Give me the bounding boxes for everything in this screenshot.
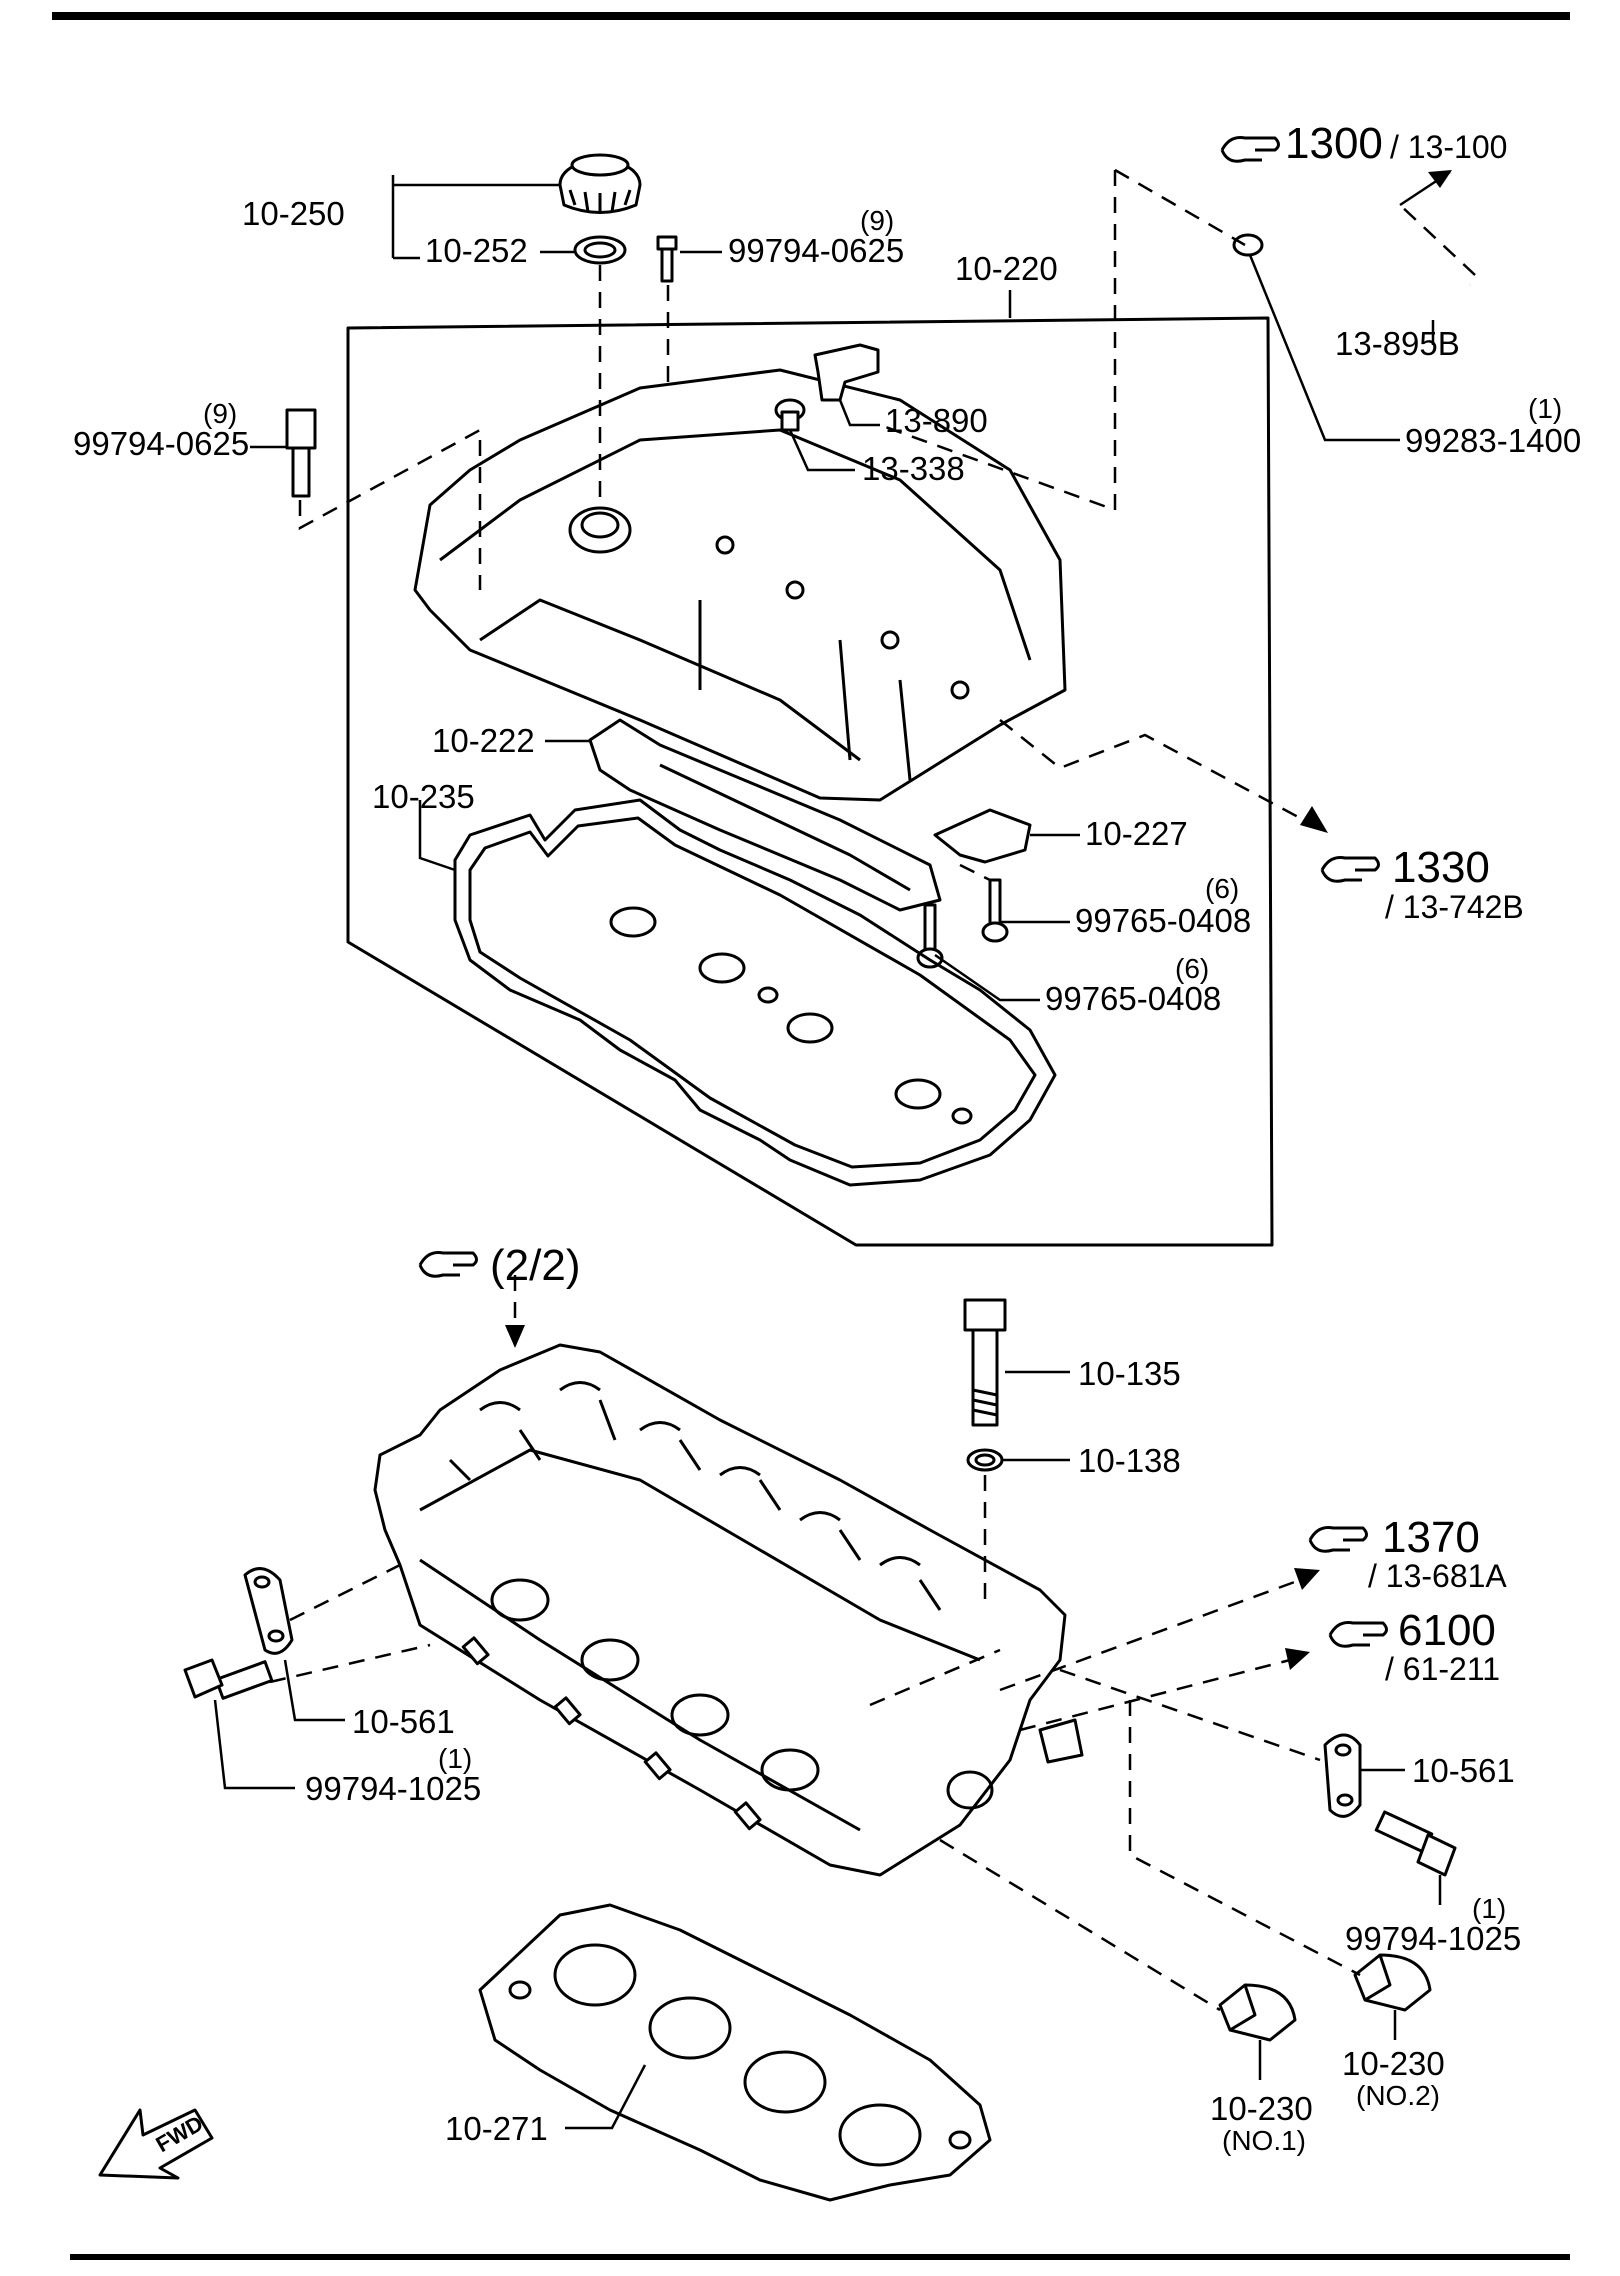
- bottom-rule: [70, 2254, 1570, 2260]
- oil-filler-cap: [558, 153, 642, 214]
- dash-internal: [869, 1648, 1001, 1707]
- arrow-top-head: [1428, 170, 1452, 188]
- label-hose-clamp: 99283-1400: [1405, 422, 1581, 459]
- fwd-arrow-icon: FWD: [98, 2108, 214, 2180]
- head-cover-gasket: [453, 798, 1057, 1187]
- pointing-hand-icon: [1328, 1621, 1388, 1648]
- label-baffle-plate: 10-227: [1085, 815, 1188, 852]
- arrow-ref-head: [505, 1325, 525, 1348]
- label-cover-bolt-top: 99794-0625: [728, 232, 904, 269]
- leader-oil-cap: [391, 175, 560, 260]
- qty-screw-a: (6): [1205, 873, 1239, 904]
- label-cover-assy: 10-220: [955, 250, 1058, 287]
- label-screw-b: 99765-0408: [1045, 980, 1221, 1017]
- bracket-left-bolt: [183, 1658, 274, 1700]
- dash-bracket-left-bolt: [269, 1643, 431, 1684]
- screw-a: [981, 878, 1009, 943]
- leader-head-gasket: [565, 2064, 647, 2130]
- leader-head-cover-gasket: [418, 800, 456, 872]
- label-oil-cap: 10-250: [242, 195, 345, 232]
- label-baffle-gasket: 10-222: [432, 722, 535, 759]
- plug-no1: [1218, 1983, 1297, 2042]
- label-plug-no2: 10-230: [1342, 2045, 1445, 2082]
- leader-screw-b: [934, 953, 1040, 1002]
- label-head-cover-gasket: 10-235: [372, 778, 475, 815]
- label-plug-no1: 10-230: [1210, 2090, 1313, 2127]
- qty-cover-bolt-top: (9): [860, 205, 894, 236]
- arrow-right-head: [1300, 806, 1328, 833]
- cover-bolt-top: [656, 235, 678, 283]
- ref-head: (2/2): [490, 1241, 580, 1290]
- leader-bracket-left-bolt: [213, 1699, 295, 1790]
- label-bracket-left: 10-561: [352, 1703, 455, 1740]
- label-screw-a: 99765-0408: [1075, 902, 1251, 939]
- cylinder-head: [373, 1343, 1084, 1877]
- ref-6100-sub: / 61-211: [1385, 1651, 1500, 1687]
- leader-pcv-elbow: [838, 399, 880, 427]
- breather-hose: [1232, 233, 1478, 336]
- dash-plug-no2: [1128, 1700, 1361, 1977]
- label-pcv-elbow: 13-890: [885, 402, 988, 439]
- label-cover-bolt-left: 99794-0625: [73, 425, 249, 462]
- head-gasket: [478, 1903, 992, 2202]
- dash-ref-6100: [1019, 1658, 1291, 1732]
- pointing-hand-icon: [1308, 1526, 1368, 1553]
- label-bracket-left-bolt: 99794-1025: [305, 1770, 481, 1807]
- qty-screw-b: (6): [1175, 953, 1209, 984]
- oil-cap-gasket: [573, 235, 627, 265]
- dash-hose-left: [1114, 168, 1246, 247]
- dash-screw-a: [959, 863, 991, 882]
- baffle-plate: [933, 808, 1032, 864]
- cover-bolt-left: [285, 408, 317, 498]
- ref-1370: 1370: [1382, 1513, 1480, 1562]
- dash-bolt-left: [298, 427, 482, 590]
- dash-pcv: [879, 170, 1117, 512]
- pointing-hand-icon: [1220, 136, 1280, 163]
- dash-plug-no1: [939, 1838, 1221, 2012]
- bracket-right-bolt: [1374, 1810, 1457, 1877]
- label-hose: 13-895B: [1335, 325, 1460, 362]
- pointing-hand-icon: [418, 1251, 478, 1278]
- dash-hose-right: [1399, 204, 1476, 276]
- qty-bracket-right-bolt: (1): [1472, 1893, 1506, 1924]
- pointing-hand-icon: [1320, 856, 1380, 883]
- ref-1370-sub: / 13-681A: [1368, 1558, 1507, 1594]
- dash-bracket-left: [289, 1563, 401, 1622]
- leader-bracket-left: [283, 1659, 345, 1722]
- label-head-washer: 10-138: [1078, 1442, 1181, 1479]
- arrow-ref-6100: [1285, 1648, 1310, 1670]
- label-pcv-grommet: 13-338: [862, 450, 965, 487]
- top-rule: [52, 12, 1570, 20]
- qty-hose-clamp: (1): [1528, 393, 1562, 424]
- ref-right-sub: / 13-742B: [1385, 889, 1524, 925]
- ref-right: 1330: [1392, 843, 1490, 892]
- arrow-ref-1370: [1294, 1568, 1320, 1590]
- qty-cover-bolt-left: (9): [203, 398, 237, 429]
- ref-6100: 6100: [1398, 1606, 1496, 1655]
- ref-top-sub: / 13-100: [1390, 129, 1507, 165]
- bracket-right: [1323, 1733, 1362, 1818]
- leader-pcv-grommet: [788, 429, 855, 472]
- pcv-grommet: [774, 398, 806, 432]
- dash-bracket-right: [1059, 1668, 1321, 1762]
- head-cover: [413, 368, 1067, 802]
- baffle-gasket: [588, 718, 942, 912]
- label-oil-cap-gasket: 10-252: [425, 232, 528, 269]
- label-bracket-right-bolt: 99794-1025: [1345, 1920, 1521, 1957]
- dash-right-ref: [999, 719, 1301, 820]
- bracket-left: [243, 1567, 294, 1655]
- plug-no2: [1353, 1953, 1432, 2012]
- qty-bracket-left-bolt: (1): [438, 1743, 472, 1774]
- pcv-elbow: [813, 343, 880, 402]
- sub-plug-no2: (NO.2): [1356, 2080, 1440, 2111]
- label-head-bolt: 10-135: [1078, 1355, 1181, 1392]
- sub-plug-no1: (NO.1): [1222, 2125, 1306, 2156]
- label-bracket-right: 10-561: [1412, 1752, 1515, 1789]
- label-head-gasket: 10-271: [445, 2110, 548, 2147]
- leader-hose-clamp: [1248, 254, 1400, 442]
- ref-top: 1300: [1285, 119, 1383, 168]
- head-bolt: [963, 1298, 1007, 1427]
- head-washer: [966, 1448, 1004, 1472]
